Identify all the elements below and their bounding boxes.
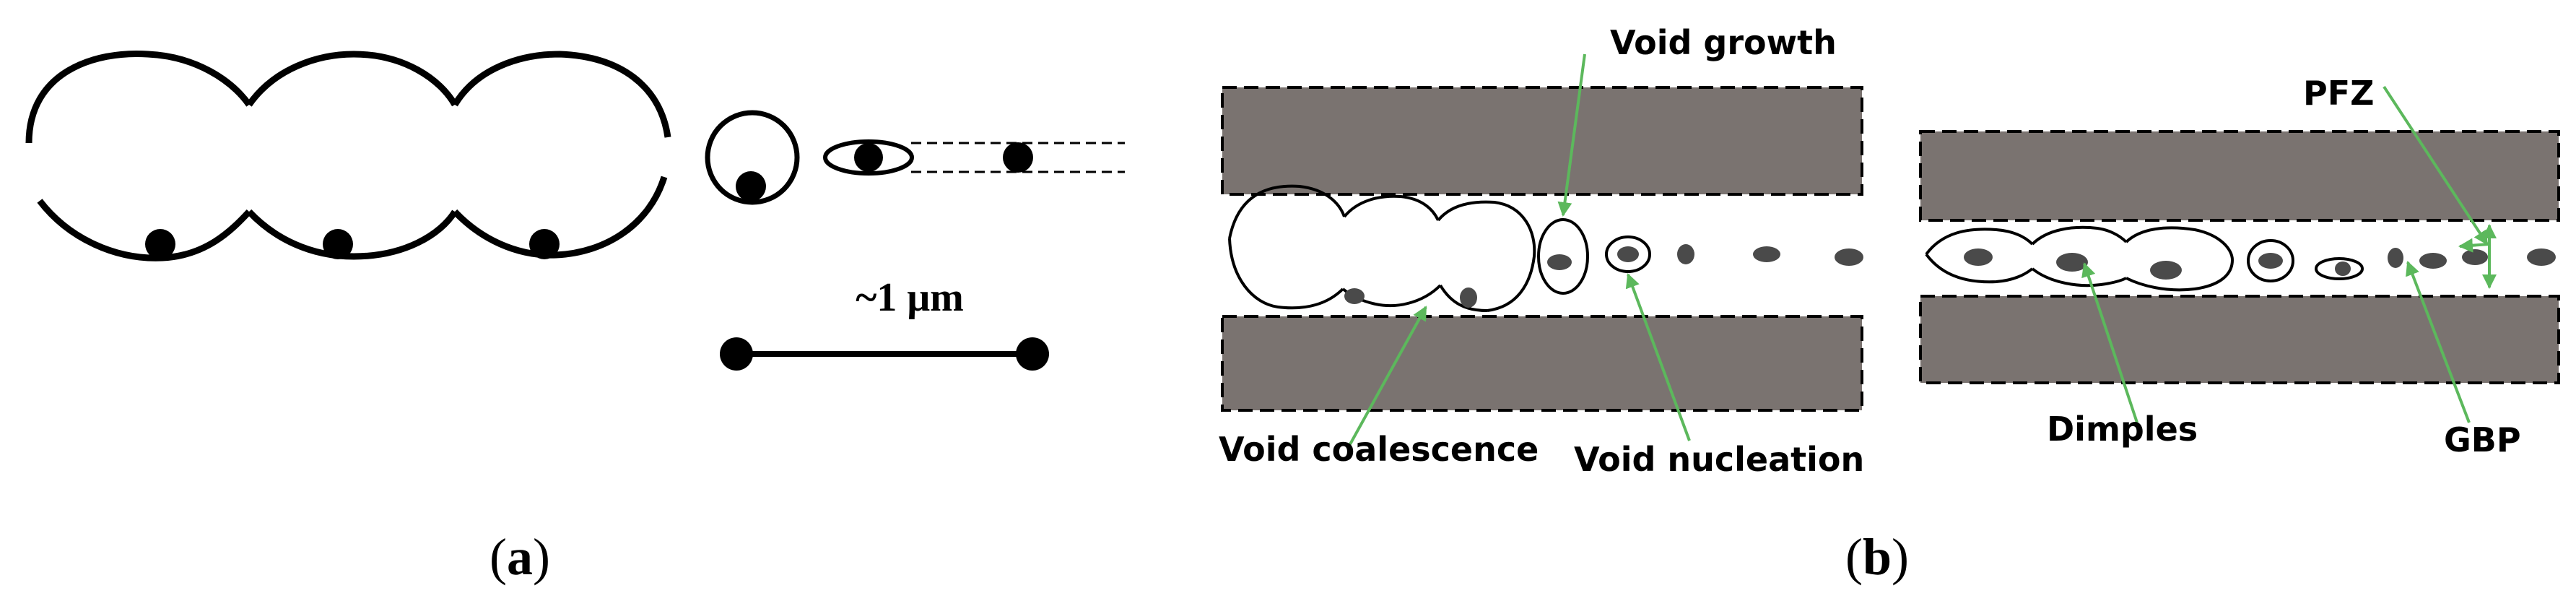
particle [145, 229, 175, 259]
scale-bar-label: ~1 μm [856, 275, 964, 320]
panel-b-right: PFZ Dimples GBP [1919, 74, 2560, 459]
particle [1964, 248, 1993, 266]
particle [2419, 253, 2447, 269]
nucleating-void [823, 139, 914, 176]
particle [1617, 246, 1639, 262]
particle [1835, 248, 1863, 266]
void-nucleation-label: Void nucleation [1574, 440, 1864, 479]
grain-boundary [1919, 130, 2560, 222]
particle [323, 229, 353, 259]
particle [736, 171, 766, 202]
particle [1344, 288, 1365, 304]
panel-a-label: (a) [489, 528, 550, 586]
scale-bar-end [720, 337, 753, 371]
grain-top [1222, 87, 1862, 194]
particle [2388, 248, 2403, 268]
void-nucleation-arrow [1625, 273, 1691, 441]
particle [1547, 254, 1572, 270]
gbp-arrow [2406, 261, 2471, 423]
grain-boundary [1221, 86, 1863, 196]
scale-bar-end [1016, 337, 1049, 371]
void-growth-arrow [1557, 53, 1586, 217]
particle [2462, 249, 2488, 265]
dimples-arrow [2081, 262, 2138, 423]
grain-bottom [1222, 316, 1862, 410]
particle [1753, 246, 1780, 262]
particle [529, 229, 560, 259]
particle [1677, 244, 1694, 264]
grain-bottom [1920, 296, 2559, 383]
panel-a: ~1 μm (a) [25, 50, 1125, 586]
gbp-label: GBP [2444, 420, 2521, 459]
particle [1460, 287, 1477, 308]
particle [1003, 142, 1033, 173]
void-growth-label: Void growth [1610, 23, 1837, 62]
void-coalescence-label: Void coalescence [1219, 430, 1539, 469]
nucleating-void [2315, 257, 2364, 280]
grain-boundary [1221, 315, 1863, 412]
dimples-voids [1925, 225, 2235, 292]
coalesced-voids-b [1228, 184, 1536, 312]
particle [854, 143, 883, 172]
growing-void [705, 110, 800, 205]
panel-b-left: Void growth Void coalescence Void nuclea… [1219, 23, 1864, 479]
particle [2150, 261, 2182, 280]
panel-b-label: (b) [1845, 528, 1909, 586]
nucleating-void [1605, 235, 1651, 273]
grain-boundary [1919, 295, 2560, 384]
grain-top [1920, 131, 2559, 220]
pfz-arrow [2458, 238, 2490, 253]
coalesced-voids-a [25, 50, 671, 261]
growing-void [1537, 218, 1589, 295]
particle [2056, 253, 2088, 272]
pfz-arrow [2383, 85, 2489, 246]
particle [2258, 253, 2283, 269]
void-coalescence-arrow [1349, 306, 1427, 445]
particle [2335, 261, 2351, 276]
pfz-label: PFZ [2303, 74, 2375, 113]
growing-void [2247, 239, 2294, 282]
dimples-label: Dimples [2047, 410, 2198, 449]
particle [2527, 248, 2556, 266]
